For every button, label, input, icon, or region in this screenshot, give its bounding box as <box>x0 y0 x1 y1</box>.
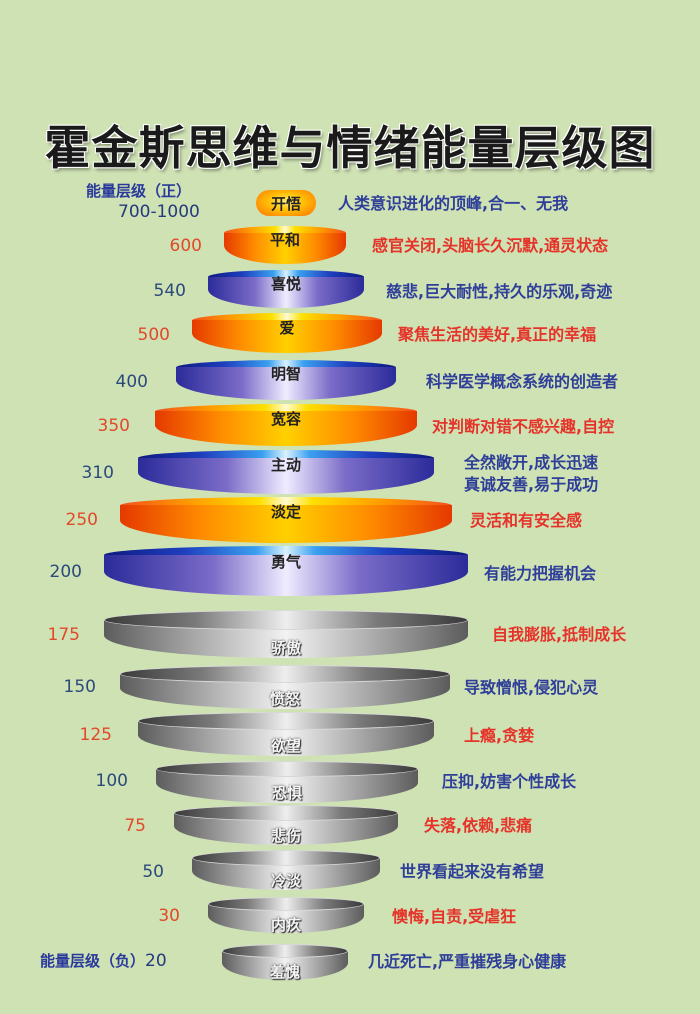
level-disc-pride: 骄傲 <box>104 610 468 658</box>
level-name: 羞愧 <box>269 963 300 981</box>
level-name: 欲望 <box>270 737 301 755</box>
level-value: 125 <box>79 725 112 745</box>
level-value: 600 <box>169 236 202 256</box>
level-value: 540 <box>153 281 186 301</box>
level-description: 科学医学概念系统的创造者 <box>426 372 619 391</box>
level-disc-acceptance: 宽容 <box>155 404 417 446</box>
level-value: 350 <box>97 416 130 436</box>
level-value: 100 <box>95 771 128 791</box>
level-name: 喜悦 <box>270 275 301 293</box>
level-name: 宽容 <box>270 410 301 428</box>
level-value: 310 <box>81 463 114 483</box>
level-description: 导致憎恨,侵犯心灵 <box>464 678 599 697</box>
level-disc-courage: 勇气 <box>104 546 468 596</box>
level-description: 世界看起来没有希望 <box>400 862 545 881</box>
level-disc-willingness: 主动 <box>138 450 434 494</box>
level-description: 上瘾,贪婪 <box>464 726 535 745</box>
level-description: 对判断对错不感兴趣,自控 <box>432 417 615 436</box>
level-name: 主动 <box>270 456 301 474</box>
level-disc-joy: 喜悦 <box>208 270 364 308</box>
level-value: 30 <box>158 906 180 926</box>
level-value: 50 <box>142 862 164 882</box>
level-disc-fear: 恐惧 <box>156 761 418 803</box>
level-name: 勇气 <box>270 553 301 571</box>
level-disc-neutrality: 淡定 <box>120 497 452 543</box>
level-description: 几近死亡,严重摧残身心健康 <box>368 952 567 971</box>
level-name: 开悟 <box>270 194 301 213</box>
level-name: 淡定 <box>270 503 301 521</box>
level-description: 全然敞开,成长迅速 <box>464 453 599 472</box>
level-disc-peace: 平和 <box>224 226 346 264</box>
level-name: 爱 <box>279 319 295 337</box>
level-name: 冷淡 <box>270 872 301 890</box>
level-description: 人类意识进化的顶峰,合一、无我 <box>338 194 569 213</box>
level-disc-shame: 羞愧 <box>222 944 348 981</box>
level-name: 恐惧 <box>271 784 302 802</box>
level-description: 懊悔,自责,受虐狂 <box>392 907 517 926</box>
level-value: 75 <box>124 816 146 836</box>
level-value: 500 <box>137 325 170 345</box>
level-pill-enlightenment: 开悟 <box>256 190 316 216</box>
level-name: 悲伤 <box>270 827 301 845</box>
level-value: 250 <box>65 510 98 530</box>
level-description: 感官关闭,头脑长久沉默,通灵状态 <box>372 236 609 255</box>
level-name: 明智 <box>270 365 301 383</box>
level-name: 骄傲 <box>270 639 301 657</box>
level-description: 聚焦生活的美好,真正的幸福 <box>398 325 597 344</box>
level-disc-reason: 明智 <box>176 360 396 400</box>
page-title: 霍金斯思维与情绪能量层级图 <box>44 121 656 175</box>
level-disc-grief: 悲伤 <box>174 805 398 845</box>
level-name: 平和 <box>269 231 300 249</box>
level-disc-desire: 欲望 <box>138 712 434 756</box>
level-disc-guilt: 内疚 <box>208 897 364 934</box>
level-value: 175 <box>47 625 80 645</box>
level-name: 内疚 <box>270 916 301 934</box>
level-value: 150 <box>63 677 96 697</box>
level-name: 愤怒 <box>269 690 300 708</box>
level-description-line2: 真诚友善,易于成功 <box>464 475 599 494</box>
negative-axis-label-text: 能量层级（负） <box>40 952 146 970</box>
level-description: 慈悲,巨大耐性,持久的乐观,奇迹 <box>386 282 613 301</box>
level-disc-anger: 愤怒 <box>120 665 450 709</box>
positive-axis-label: 能量层级（正） <box>86 182 192 200</box>
negative-axis-label: 能量层级（负）20 <box>40 950 167 971</box>
negative-axis-level: 20 <box>145 951 167 971</box>
level-description: 压抑,妨害个性成长 <box>442 772 577 791</box>
level-disc-love: 爱 <box>192 313 382 353</box>
level-disc-apathy: 冷淡 <box>192 850 380 890</box>
level-value: 400 <box>115 372 148 392</box>
positive-axis-range: 700-1000 <box>118 202 200 222</box>
level-description: 有能力把握机会 <box>484 564 597 583</box>
level-description: 失落,依赖,悲痛 <box>424 816 533 835</box>
level-description: 灵活和有安全感 <box>470 511 583 530</box>
level-value: 200 <box>49 562 82 582</box>
level-description: 自我膨胀,抵制成长 <box>492 625 627 644</box>
